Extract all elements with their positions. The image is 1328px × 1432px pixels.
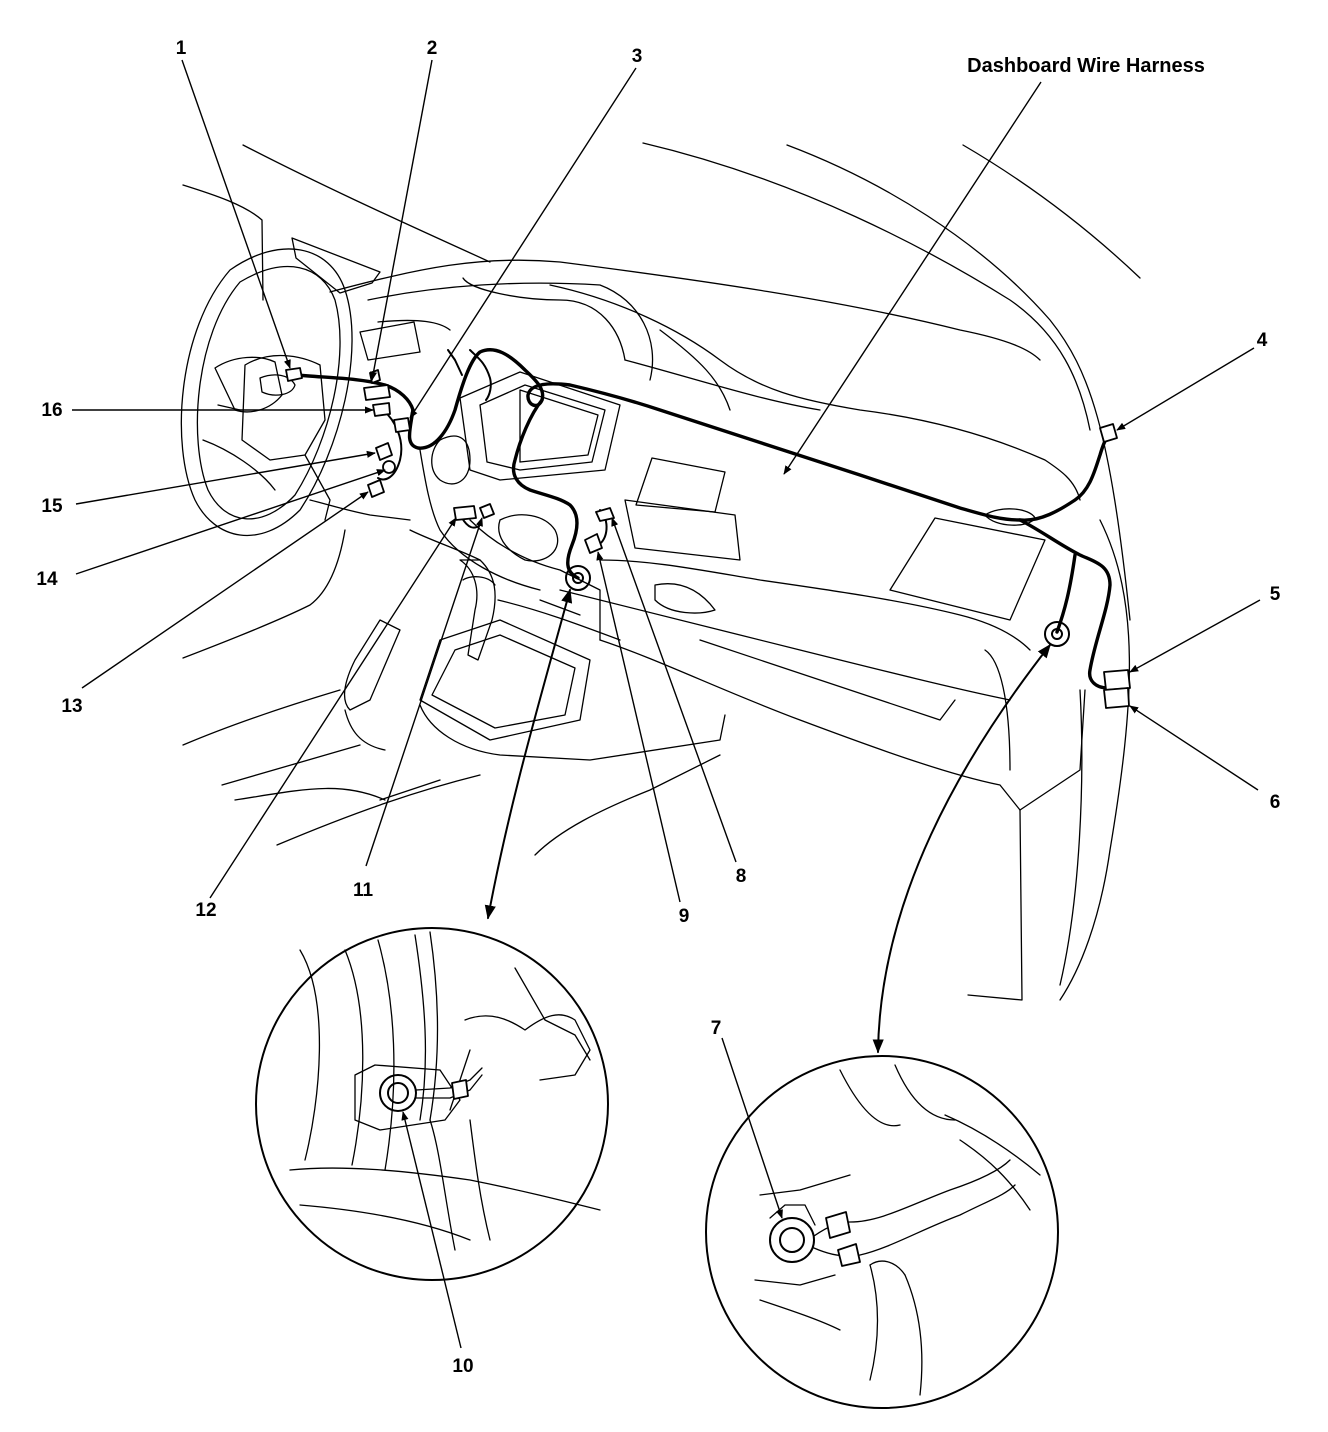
- connector-16: [372, 402, 391, 417]
- connector-2: [363, 369, 391, 401]
- connector-8: [595, 507, 615, 522]
- callout-1: 1: [176, 38, 187, 59]
- connector-5: [1103, 669, 1131, 691]
- connector-6: [1103, 687, 1130, 709]
- diagram-title: Dashboard Wire Harness: [967, 55, 1205, 77]
- dashboard-body: [291, 237, 1086, 811]
- detail-arrow-7: [872, 643, 1051, 1054]
- callout-9: 9: [679, 906, 690, 927]
- connector-4: [1099, 423, 1118, 443]
- callout-3: 3: [632, 46, 643, 67]
- detail-arrow-10: [484, 588, 573, 920]
- callout-14: 14: [36, 569, 58, 590]
- grommet-icon-10: [565, 565, 591, 591]
- steering-wheel-icon: [180, 248, 411, 537]
- connector-3: [393, 417, 411, 433]
- callout-15: 15: [41, 496, 63, 517]
- callout-6: 6: [1270, 792, 1281, 813]
- callout-16: 16: [41, 400, 62, 421]
- connector-1: [285, 367, 303, 382]
- connector-13: [367, 479, 385, 498]
- callout-11: 11: [353, 880, 374, 901]
- detail-circle-grommet-10: [255, 927, 609, 1281]
- callout-7: 7: [711, 1018, 722, 1039]
- detail-circle-grommet-7: [705, 1055, 1059, 1409]
- windshield-outline: [182, 142, 1141, 1001]
- callout-2: 2: [427, 38, 438, 59]
- callout-10: 10: [452, 1356, 473, 1377]
- callout-12: 12: [195, 900, 216, 921]
- grommet-icon-7: [1044, 621, 1070, 647]
- center-console: [343, 559, 726, 761]
- callout-5: 5: [1270, 584, 1281, 605]
- callout-13: 13: [61, 696, 82, 717]
- connector-15: [375, 442, 393, 461]
- callout-8: 8: [736, 866, 747, 887]
- callout-4: 4: [1257, 330, 1268, 351]
- connector-11: [479, 503, 495, 519]
- connector-12: [453, 505, 477, 521]
- floor-lines: [182, 529, 721, 856]
- dashboard-wire-harness: [294, 348, 1112, 690]
- leader-lines: [72, 59, 1261, 1349]
- connector-9: [584, 533, 603, 554]
- connector-14: [382, 460, 396, 474]
